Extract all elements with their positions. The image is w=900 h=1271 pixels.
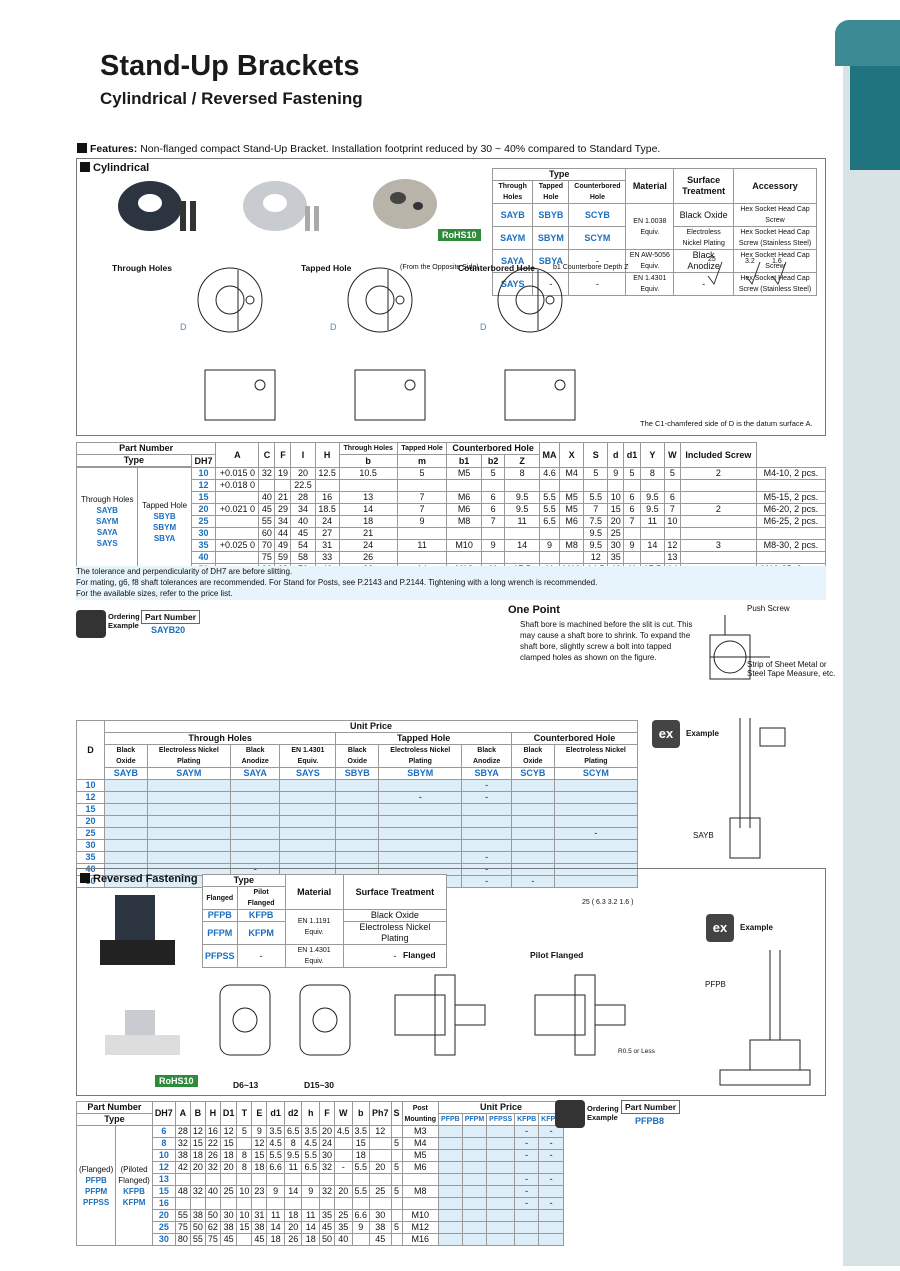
rohs-badge-2: RoHS10 — [155, 1075, 198, 1087]
reversed-drawings — [219, 974, 626, 1056]
cylindrical-box — [76, 158, 826, 436]
table-row: 25- — [76, 827, 639, 840]
d1530-label: D15~30 — [304, 1080, 335, 1090]
ordering-label-2: Ordering Example — [587, 1104, 619, 1122]
table-row: 15 — [76, 803, 639, 816]
square-bullet-icon — [80, 873, 90, 883]
example-part-2: PFPB — [705, 980, 726, 989]
svg-text:D: D — [330, 322, 337, 332]
rev-roughness: 25 ( 6.3 3.2 1.6 ) — [582, 899, 634, 906]
cylindrical-product-photos — [118, 179, 437, 231]
table-row: 12-- — [76, 791, 639, 804]
example-drawing-2 — [719, 950, 811, 1086]
svg-text:D: D — [180, 322, 187, 332]
table-row: 20 — [76, 815, 639, 828]
datum-note: The C1-chamfered side of D is the datum … — [640, 419, 813, 428]
pilot-flanged-label: Pilot Flanged — [530, 950, 584, 960]
example-label: Example — [686, 729, 719, 738]
notes-box: The tolerance and perpendicularity of DH… — [76, 566, 826, 600]
note-3: For the available sizes, refer to the pr… — [76, 589, 233, 598]
through-holes-label: Through Holes — [112, 263, 172, 273]
table-row: 30 — [76, 839, 639, 852]
ordering-pn: SAYB20 — [151, 625, 186, 635]
features-label: Features: — [90, 143, 138, 155]
table-row: 35- — [76, 851, 639, 864]
roughness-1: 25 — [708, 256, 716, 263]
svg-text:D: D — [480, 322, 487, 332]
tapped-hole-label: Tapped Hole — [301, 263, 352, 273]
ordering-pn-header-2: Part Number — [621, 1100, 681, 1114]
note-1: The tolerance and perpendicularity of DH… — [76, 567, 293, 576]
r05-less-label: R0.5 or Less — [618, 1048, 655, 1055]
table-row: 10- — [76, 779, 639, 792]
d613-label: D6~13 — [233, 1080, 259, 1090]
example-drawing — [729, 718, 786, 859]
ordering-pn-header: Part Number — [141, 610, 201, 624]
side-tab — [835, 20, 900, 66]
table-row: 16-- — [77, 1197, 565, 1210]
reversed-heading: Reversed Fastening — [80, 873, 198, 885]
one-point-text: Shaft bore is machined before the slit i… — [520, 620, 693, 662]
counterbored-label: Counterbored Hole — [458, 263, 535, 273]
roughness-3: 1.6 — [772, 258, 782, 265]
features-text: Non-flanged compact Stand-Up Bracket. In… — [140, 143, 661, 155]
side-band — [843, 66, 900, 1266]
ordering-icon — [76, 610, 106, 638]
cylindrical-heading: Cylindrical — [80, 162, 149, 174]
push-screw-label: Push Screw — [747, 604, 790, 613]
reversed-product-photos — [100, 895, 180, 1055]
page-title: Stand-Up Brackets — [100, 50, 360, 82]
flanged-label: Flanged — [403, 950, 436, 960]
ordering-icon-2 — [555, 1100, 585, 1128]
counterbore-depth-label: b1 Counterbore Depth Z — [553, 264, 629, 271]
roughness-symbols — [707, 261, 787, 286]
features-line: Features: Non-flanged compact Stand-Up B… — [77, 143, 660, 155]
opposite-side-label: (From the Opposite Side) — [400, 264, 479, 271]
ordering-label: Ordering Example — [108, 612, 140, 630]
table-row: 13-- — [77, 1173, 565, 1186]
roughness-2: 3.2 — [745, 258, 755, 265]
example-icon-2: ex — [706, 914, 734, 942]
example-part: SAYB — [693, 831, 714, 840]
top-bar — [0, 0, 900, 22]
example-icon: ex — [652, 720, 680, 748]
one-point-drawing — [709, 615, 770, 680]
rohs-badge: RoHS10 — [438, 229, 481, 241]
example-label-2: Example — [740, 923, 773, 932]
page-subtitle: Cylindrical / Reversed Fastening — [100, 89, 363, 108]
square-bullet-icon — [77, 143, 87, 153]
square-bullet-icon — [80, 162, 90, 172]
strip-label: Strip of Sheet Metal or Steel Tape Measu… — [747, 660, 836, 678]
note-2: For mating, g6, f8 shaft tolerances are … — [76, 578, 598, 587]
reversed-box — [76, 868, 826, 1096]
ordering-pn-2: PFPB8 — [635, 1116, 665, 1126]
one-point-title: One Point — [508, 604, 560, 616]
